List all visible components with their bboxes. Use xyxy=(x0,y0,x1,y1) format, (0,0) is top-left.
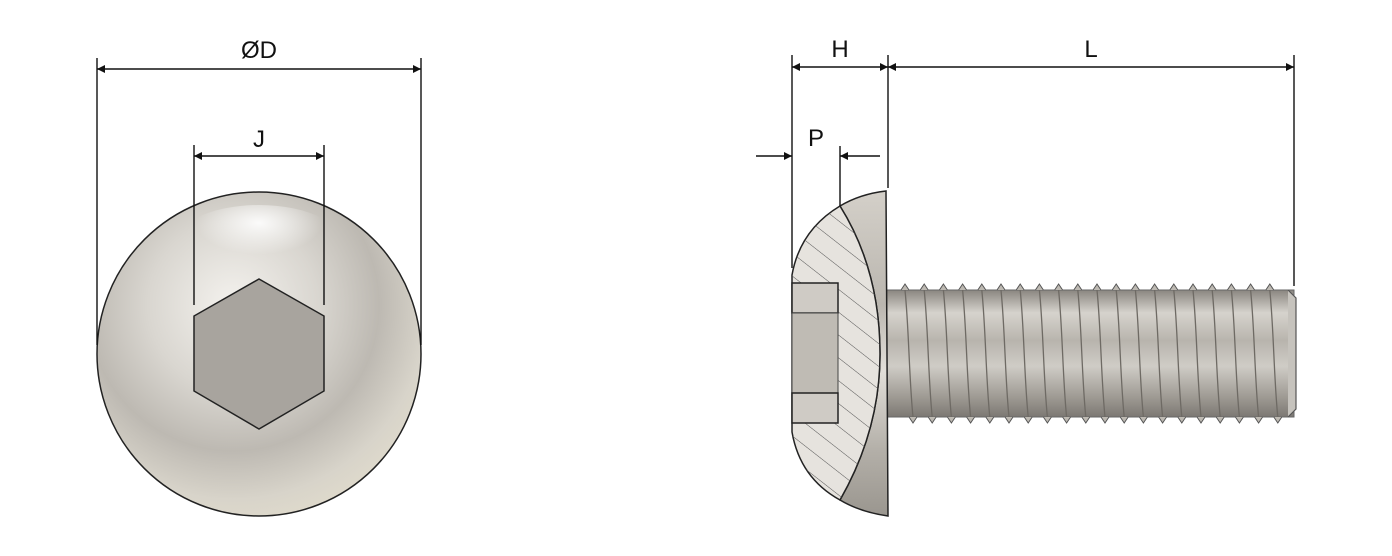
hex-socket xyxy=(193,278,325,430)
head-height-dimension: H xyxy=(791,36,889,268)
thread-lines xyxy=(900,283,1283,424)
thread-crest xyxy=(1134,289,1145,418)
thread-tooth xyxy=(919,283,937,424)
thread-crest xyxy=(1173,289,1183,418)
thread-tooth xyxy=(1150,283,1168,424)
length-dimension: L xyxy=(888,36,1295,286)
diameter-dimension: ØD xyxy=(96,37,422,345)
thread-tooth xyxy=(1207,283,1225,424)
thread-tooth xyxy=(900,283,918,424)
head-highlight xyxy=(169,205,349,295)
socket-section-top xyxy=(791,282,839,314)
thread-tooth xyxy=(1073,283,1091,424)
thread-tooth xyxy=(1169,283,1187,424)
thread-crest xyxy=(1038,289,1049,418)
thread-crest xyxy=(1019,289,1029,418)
thread-crest xyxy=(1230,289,1241,418)
socket-depth-label: P xyxy=(808,125,824,152)
thread-crest xyxy=(942,289,953,418)
thread-crest xyxy=(1153,289,1164,418)
thread-crest xyxy=(1096,289,1106,418)
thread-tooth xyxy=(958,283,976,424)
thread-tooth xyxy=(1092,283,1110,424)
thread-tooth xyxy=(977,283,995,424)
thread-crest xyxy=(981,289,991,418)
socket-width-label: J xyxy=(253,126,265,153)
thread-crest xyxy=(1077,289,1087,418)
socket-section-bottom xyxy=(791,392,839,424)
threaded-shank xyxy=(885,289,1295,418)
head-top-view xyxy=(96,191,422,517)
thread-tooth xyxy=(1246,283,1264,424)
socket-section-mid xyxy=(791,312,839,394)
thread-crest xyxy=(1269,289,1279,418)
thread-tooth xyxy=(1188,283,1206,424)
thread-crest xyxy=(904,289,914,418)
thread-crest xyxy=(1211,289,1221,418)
screw-side-view xyxy=(791,190,1297,517)
thread-tooth xyxy=(938,283,956,424)
thread-crest xyxy=(1000,289,1010,418)
thread-tooth xyxy=(1054,283,1072,424)
thread-crest xyxy=(1115,289,1125,418)
thread-crest xyxy=(923,289,933,418)
thread-crest xyxy=(1249,289,1260,418)
socket-depth-dimension: P xyxy=(756,125,880,206)
thread-crest xyxy=(1057,289,1068,418)
socket-width-dimension: J xyxy=(193,126,325,305)
thread-tooth xyxy=(996,283,1014,424)
diameter-label: ØD xyxy=(241,37,277,64)
thread-crest xyxy=(1192,289,1202,418)
head-height-label: H xyxy=(831,36,848,63)
thread-tooth xyxy=(1015,283,1033,424)
thread-tooth xyxy=(1226,283,1244,424)
shank-end xyxy=(1287,289,1297,418)
thread-tooth xyxy=(1130,283,1148,424)
length-label: L xyxy=(1084,36,1097,63)
thread-crest xyxy=(961,289,972,418)
thread-tooth xyxy=(1265,283,1283,424)
thread-tooth xyxy=(1034,283,1052,424)
thread-tooth xyxy=(1111,283,1129,424)
